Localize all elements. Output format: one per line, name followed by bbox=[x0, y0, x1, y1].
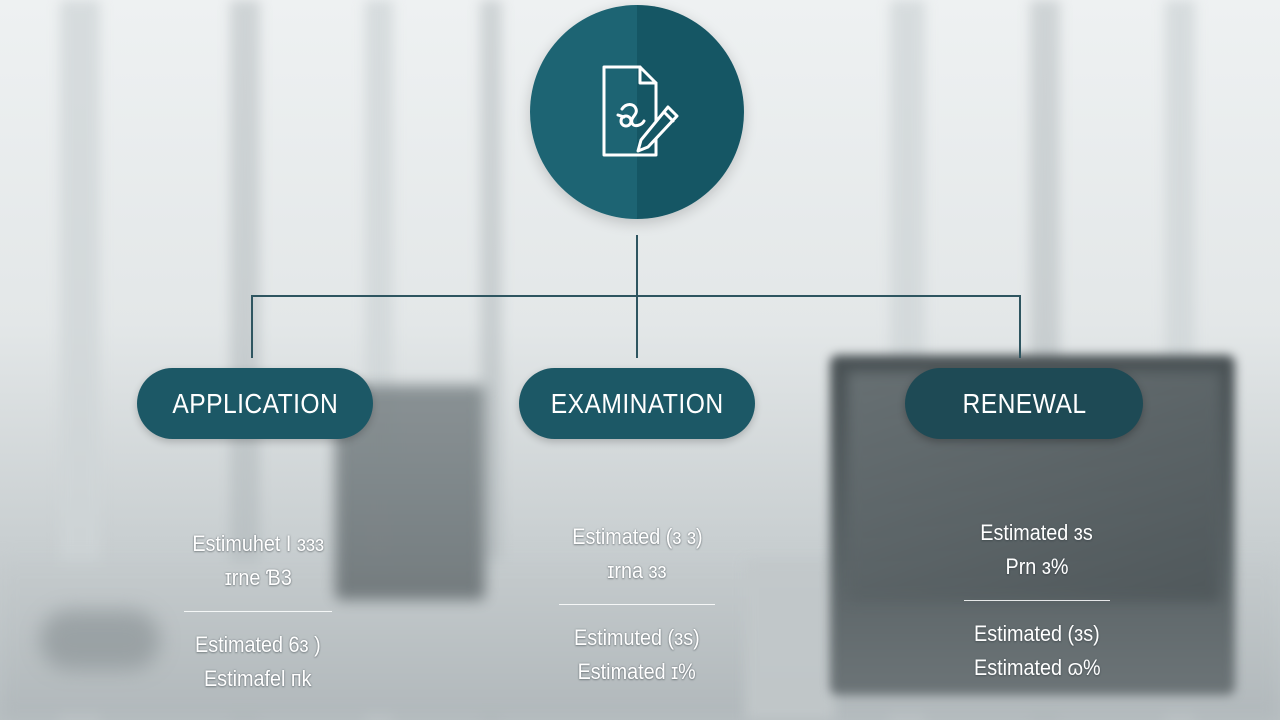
estimates-application: Estimuhet I ɜɜɜ ɪrne Ɓ3 Estimated 6ɜ ) E… bbox=[146, 527, 370, 696]
estimate-line: Estimated (ɜs) bbox=[974, 621, 1100, 646]
node-renewal: RENEWAL bbox=[905, 368, 1143, 439]
node-label: RENEWAL bbox=[961, 387, 1087, 419]
estimate-line: Estimuted (ɜs) bbox=[574, 625, 700, 650]
divider bbox=[184, 611, 332, 612]
connector-left bbox=[251, 295, 253, 358]
estimate-line: ɪrna ɜɜ bbox=[607, 558, 667, 583]
chair bbox=[40, 610, 160, 670]
root-node bbox=[530, 5, 744, 219]
connector-horizontal bbox=[251, 295, 1021, 297]
divider bbox=[559, 604, 715, 605]
stand bbox=[745, 560, 835, 720]
node-examination: EXAMINATION bbox=[519, 368, 755, 439]
estimate-line: Estimated ɪ% bbox=[577, 659, 697, 684]
estimate-line: Estimated 6ɜ ) bbox=[195, 632, 321, 657]
connector-right bbox=[1019, 295, 1021, 358]
node-application: APPLICATION bbox=[137, 368, 373, 439]
estimate-line: Estimated (ɜ ɜ) bbox=[571, 524, 703, 549]
estimate-line: Estimated ɜs bbox=[980, 520, 1094, 545]
document-edit-icon bbox=[602, 65, 679, 157]
estimate-line: Prn ɜ% bbox=[1005, 554, 1069, 579]
window-frame bbox=[480, 0, 502, 720]
estimate-line: Estimafel ᴨk bbox=[204, 666, 312, 691]
estimates-examination: Estimated (ɜ ɜ) ɪrna ɜɜ Estimuted (ɜs) E… bbox=[524, 520, 750, 689]
estimate-line: Estimuhet I ɜɜɜ bbox=[192, 531, 324, 556]
node-label: APPLICATION bbox=[172, 387, 338, 419]
estimates-renewal: Estimated ɜs Prn ɜ% Estimated (ɜs) Estim… bbox=[925, 516, 1149, 685]
estimate-line: ɪrne Ɓ3 bbox=[224, 565, 292, 590]
estimate-line: Estimated ɷ% bbox=[973, 655, 1101, 680]
divider bbox=[964, 600, 1110, 601]
node-label: EXAMINATION bbox=[550, 387, 724, 419]
